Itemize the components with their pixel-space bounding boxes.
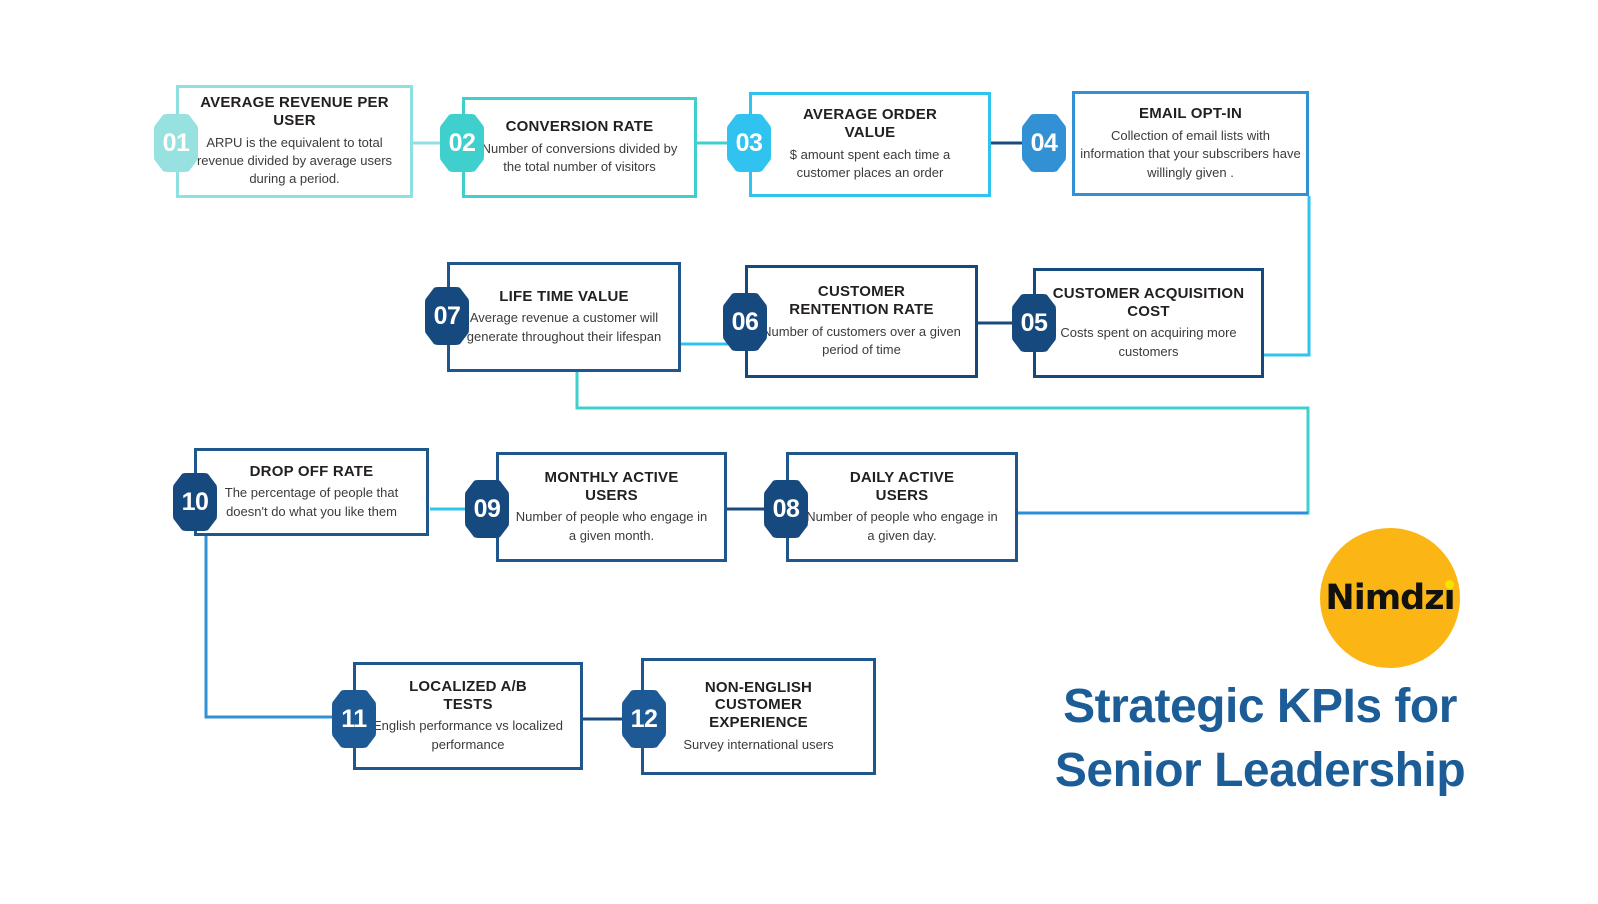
- kpi-badge-label-03: 03: [735, 128, 763, 157]
- kpi-title-11: LOCALIZED A/B TESTS: [409, 677, 527, 713]
- kpi-badge-label-09: 09: [473, 494, 501, 523]
- kpi-desc-06: Number of customers over a given period …: [762, 323, 961, 358]
- kpi-badge-09[interactable]: 09: [465, 480, 509, 538]
- kpi-desc-09: Number of people who engage in a given m…: [515, 509, 708, 543]
- kpi-node-08[interactable]: DAILY ACTIVE USERS Number of people who …: [786, 452, 1018, 562]
- kpi-badge-01[interactable]: 01: [154, 114, 198, 172]
- kpi-title-10: DROP OFF RATE: [249, 462, 374, 480]
- kpi-badge-label-07: 07: [433, 301, 461, 330]
- kpi-badge-04[interactable]: 04: [1022, 114, 1066, 172]
- kpi-badge-07[interactable]: 07: [425, 287, 469, 345]
- kpi-desc-03: $ amount spent each time a customer plac…: [789, 146, 951, 181]
- kpi-badge-03[interactable]: 03: [727, 114, 771, 172]
- kpi-desc-11: English performance vs localized perform…: [372, 718, 564, 752]
- kpi-badge-10[interactable]: 10: [173, 473, 217, 531]
- kpi-node-01[interactable]: AVERAGE REVENUE PER USER ARPU is the equ…: [176, 85, 413, 198]
- kpi-node-06[interactable]: CUSTOMER RENTENTION RATE Number of custo…: [745, 265, 978, 378]
- kpi-node-04[interactable]: EMAIL OPT-IN Collection of email lists w…: [1072, 91, 1309, 196]
- kpi-node-12[interactable]: NON-ENGLISH CUSTOMER EXPERIENCE Survey i…: [641, 658, 876, 775]
- kpi-desc-04: Collection of email lists with informati…: [1080, 127, 1301, 180]
- kpi-title-03: AVERAGE ORDER VALUE: [802, 106, 937, 142]
- kpi-desc-07: Average revenue a customer will generate…: [466, 310, 662, 344]
- kpi-badge-06[interactable]: 06: [723, 293, 767, 351]
- kpi-badge-label-04: 04: [1030, 128, 1058, 157]
- nimdzi-wordmark-text: Nimdzi: [1325, 578, 1455, 618]
- kpi-title-05: CUSTOMER ACQUISITION COST: [1052, 284, 1245, 320]
- kpi-title-06: CUSTOMER RENTENTION RATE: [789, 283, 934, 319]
- nimdzi-logo: Nimdzi: [1320, 528, 1460, 668]
- kpi-badge-label-10: 10: [181, 487, 209, 516]
- kpi-badge-05[interactable]: 05: [1012, 294, 1056, 352]
- kpi-node-11[interactable]: LOCALIZED A/B TESTS English performance …: [353, 662, 583, 770]
- kpi-node-05[interactable]: CUSTOMER ACQUISITION COST Costs spent on…: [1033, 268, 1264, 378]
- kpi-badge-12[interactable]: 12: [622, 690, 666, 748]
- kpi-desc-02: Number of conversions divided by the tot…: [481, 140, 678, 175]
- kpi-badge-02[interactable]: 02: [440, 114, 484, 172]
- kpi-title-01: AVERAGE REVENUE PER USER: [200, 94, 389, 129]
- nimdzi-dot-icon: [1444, 580, 1454, 589]
- kpi-desc-12: Survey international users: [683, 736, 834, 752]
- kpi-node-09[interactable]: MONTHLY ACTIVE USERS Number of people wh…: [496, 452, 727, 562]
- page-title-line-2: Senior Leadership: [1054, 743, 1466, 797]
- connector-10-11: [204, 536, 332, 719]
- kpi-node-03[interactable]: AVERAGE ORDER VALUE $ amount spent each …: [749, 92, 991, 197]
- kpi-desc-10: The percentage of people that doesn't do…: [224, 485, 399, 519]
- kpi-node-02[interactable]: CONVERSION RATE Number of conversions di…: [462, 97, 697, 198]
- kpi-title-07: LIFE TIME VALUE: [499, 287, 629, 305]
- kpi-badge-08[interactable]: 08: [764, 480, 808, 538]
- kpi-badge-label-12: 12: [630, 704, 658, 733]
- kpi-badge-label-01: 01: [162, 128, 190, 157]
- kpi-badge-label-08: 08: [772, 494, 800, 523]
- kpi-node-10[interactable]: DROP OFF RATE The percentage of people t…: [194, 448, 429, 536]
- kpi-title-12: NON-ENGLISH CUSTOMER EXPERIENCE: [704, 678, 813, 732]
- kpi-badge-label-05: 05: [1020, 308, 1048, 337]
- nimdzi-wordmark: Nimdzi: [1325, 578, 1455, 618]
- kpi-title-08: DAILY ACTIVE USERS: [849, 468, 955, 504]
- kpi-badge-label-06: 06: [731, 307, 759, 336]
- connector-04-05: [1264, 196, 1311, 357]
- kpi-title-02: CONVERSION RATE: [505, 118, 654, 136]
- kpi-desc-05: Costs spent on acquiring more customers: [1060, 325, 1237, 359]
- kpi-title-04: EMAIL OPT-IN: [1139, 104, 1242, 122]
- kpi-badge-label-02: 02: [448, 128, 476, 157]
- kpi-desc-01: ARPU is the equivalent to total revenue …: [196, 134, 393, 187]
- kpi-node-07[interactable]: LIFE TIME VALUE Average revenue a custom…: [447, 262, 681, 372]
- page-title: Strategic KPIs for Senior Leadership: [1000, 675, 1520, 803]
- kpi-badge-11[interactable]: 11: [332, 690, 376, 748]
- kpi-badge-label-11: 11: [341, 704, 367, 733]
- kpi-desc-08: Number of people who engage in a given d…: [806, 509, 998, 543]
- page-title-line-1: Strategic KPIs for: [1063, 680, 1457, 733]
- kpi-title-09: MONTHLY ACTIVE USERS: [544, 468, 679, 504]
